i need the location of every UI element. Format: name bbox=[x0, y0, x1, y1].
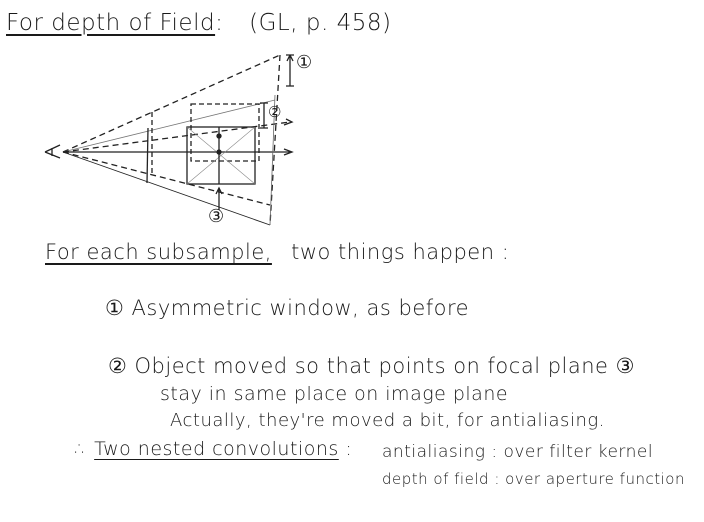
item-continuation: Actually, they're moved a bit, for antia… bbox=[170, 410, 605, 431]
item-continuation: stay in same place on image plane bbox=[160, 383, 509, 405]
item-marker: ① bbox=[105, 296, 125, 320]
title-colon: : bbox=[215, 10, 224, 36]
conclusion: ∴ Two nested convolutions : bbox=[75, 438, 352, 460]
row-desc: : over aperture function bbox=[494, 470, 685, 488]
item-text: Object moved so that points on focal pla… bbox=[134, 354, 635, 378]
list-item: ② Object moved so that points on focal p… bbox=[108, 354, 635, 378]
conclusion-row: depth of field : over aperture function bbox=[382, 470, 685, 488]
list-item: ① Asymmetric window, as before bbox=[105, 296, 469, 320]
item-marker: ② bbox=[108, 354, 128, 378]
conclusion-row: antialiasing : over filter kernel bbox=[382, 442, 653, 462]
eye-icon bbox=[44, 144, 61, 159]
row-term: depth of field bbox=[382, 470, 490, 488]
diagram-label-1: ① bbox=[296, 52, 313, 73]
row-term: antialiasing bbox=[382, 442, 486, 462]
title: For depth of Field: (GL, p. 458) bbox=[6, 10, 391, 36]
section-heading: For each subsample, two things happen : bbox=[45, 240, 509, 264]
item-text: Asymmetric window, as before bbox=[131, 296, 470, 320]
therefore-symbol: ∴ bbox=[75, 438, 88, 460]
row-desc: : over filter kernel bbox=[491, 442, 654, 462]
diagram-label-2: ② bbox=[268, 103, 282, 121]
heading-underlined: For each subsample, bbox=[45, 240, 272, 264]
conclusion-label: Two nested convolutions bbox=[94, 438, 339, 460]
title-reference: (GL, p. 458) bbox=[249, 10, 392, 36]
diagram-label-3: ③ bbox=[208, 206, 225, 227]
title-main: For depth of Field bbox=[6, 10, 216, 36]
conclusion-colon: : bbox=[345, 438, 353, 460]
heading-rest: two things happen : bbox=[291, 240, 510, 264]
